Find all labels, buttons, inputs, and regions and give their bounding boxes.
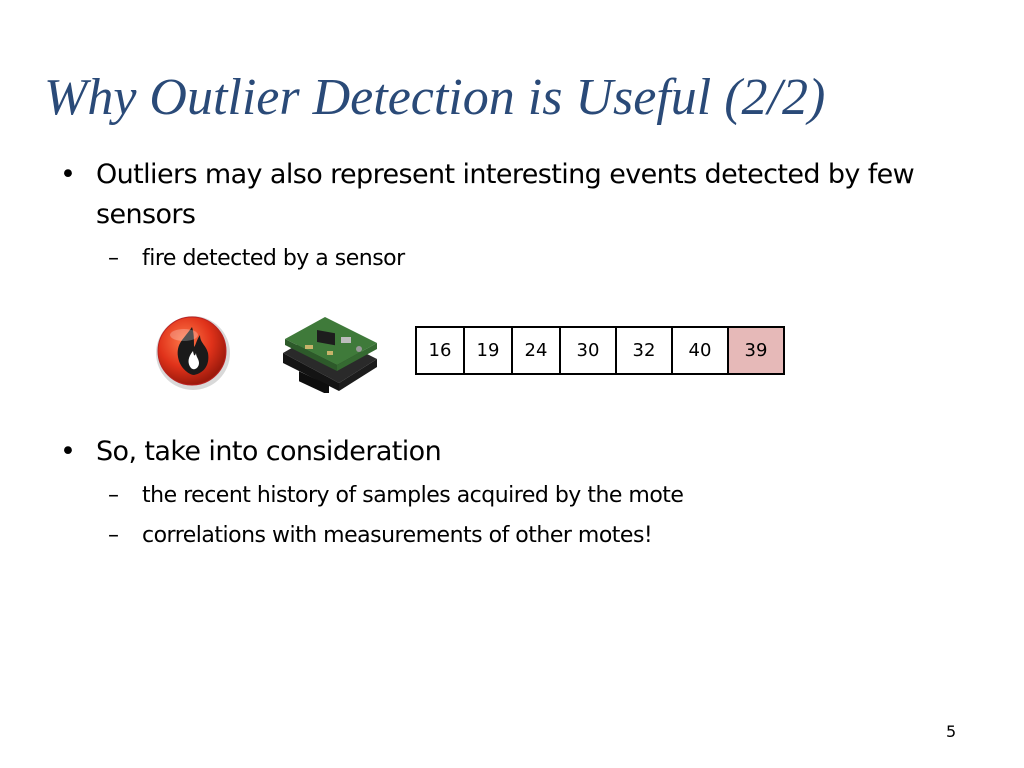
bullet-text: So, take into consideration [96, 436, 442, 467]
sample-cell: 30 [561, 328, 617, 373]
sub-bullet-text: fire detected by a sensor [142, 246, 405, 271]
sample-cell: 19 [465, 328, 513, 373]
slide-title: Why Outlier Detection is Useful (2/2) [44, 69, 826, 126]
bullet-dot: • [60, 436, 76, 467]
sub-bullet-dash: – [108, 246, 119, 271]
page-number: 5 [946, 722, 957, 741]
fire-icon [154, 313, 232, 391]
sensor-mote-icon [277, 305, 381, 396]
sample-cell: 16 [417, 328, 465, 373]
sub-bullet-dash: – [108, 483, 119, 508]
bullet-dot: • [60, 159, 76, 190]
sample-cell: 32 [617, 328, 673, 373]
sub-bullet-dash: – [108, 523, 119, 548]
sub-bullet-text: the recent history of samples acquired b… [142, 483, 684, 508]
sample-cell: 24 [513, 328, 561, 373]
bullet-text: Outliers may also represent interesting … [96, 159, 915, 230]
sample-cell: 40 [673, 328, 729, 373]
sub-bullet-text: correlations with measurements of other … [142, 523, 653, 548]
sample-cell-outlier: 39 [729, 328, 783, 373]
